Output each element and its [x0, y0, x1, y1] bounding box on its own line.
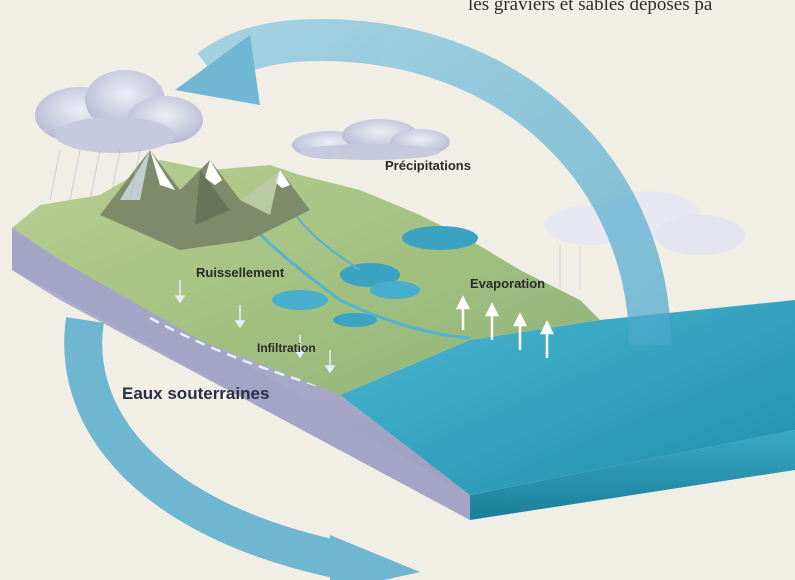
cycle-arrow-bottom: [64, 317, 420, 580]
label-precipitations: Précipitations: [385, 158, 471, 173]
sea-block: [340, 300, 795, 520]
background-text-fragment: les graviers et sables déposés pa: [468, 0, 713, 15]
cloud-center: [292, 119, 450, 160]
label-evaporation: Evaporation: [470, 276, 546, 291]
evaporation-arrows: [455, 295, 555, 358]
cycle-arrow-top: [175, 18, 671, 346]
label-ruissellement: Ruissellement: [196, 265, 285, 280]
label-eaux-souterraines: Eaux souterraines: [122, 384, 270, 403]
mountains: [100, 150, 310, 250]
cloud-left: [35, 70, 203, 201]
infiltration-arrows: [174, 280, 336, 374]
label-infiltration: Infiltration: [257, 341, 316, 355]
